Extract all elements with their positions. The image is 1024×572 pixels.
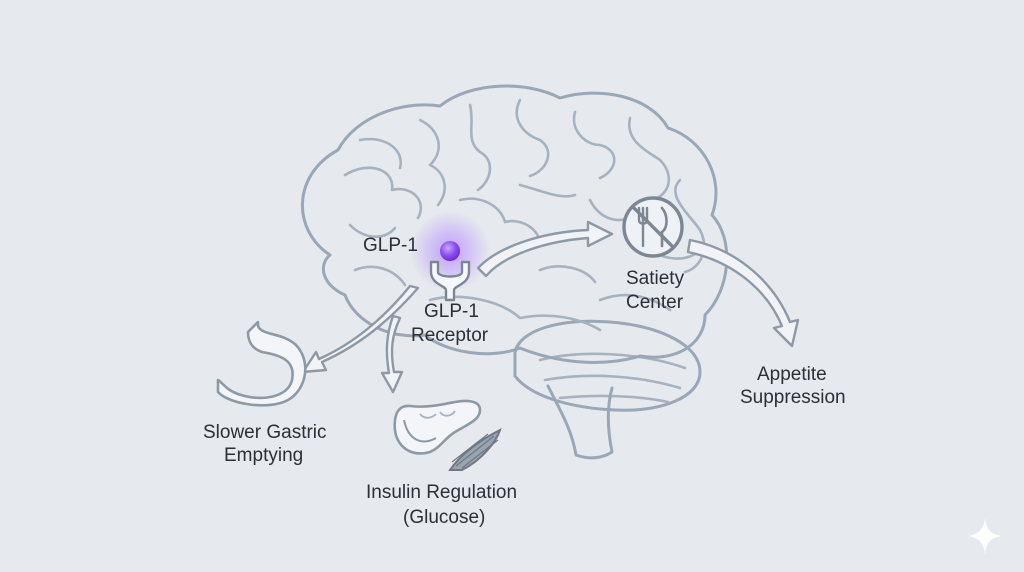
arrow-to-satiety: [476, 220, 614, 278]
satiety-label-line2: Center: [626, 292, 684, 313]
arrow-to-stomach: [301, 284, 420, 374]
receptor-label-line2: Receptor: [411, 325, 489, 346]
no-eating-icon: [622, 196, 684, 258]
insulin-label-line2: (Glucose): [403, 507, 485, 528]
sparkle-icon: [968, 518, 1002, 554]
glp1-label: GLP-1: [363, 235, 418, 256]
pancreas-icon: [393, 399, 482, 455]
appetite-label-line2: Suppression: [740, 387, 846, 408]
arrow-to-appetite: [686, 238, 800, 348]
muscle-cell-icon: [448, 428, 502, 471]
glp1-molecule-icon: [440, 241, 460, 261]
insulin-label-line1: Insulin Regulation: [366, 482, 517, 503]
arrow-to-pancreas: [380, 314, 404, 394]
gastric-label-line2: Emptying: [224, 445, 303, 466]
receptor-label-line1: GLP-1: [424, 301, 479, 322]
receptor-icon: [429, 260, 471, 302]
appetite-label-line1: Appetite: [757, 364, 827, 385]
satiety-label-line1: Satiety: [626, 268, 685, 289]
stomach-icon: [216, 320, 307, 407]
gastric-label-line1: Slower Gastric: [203, 422, 327, 443]
